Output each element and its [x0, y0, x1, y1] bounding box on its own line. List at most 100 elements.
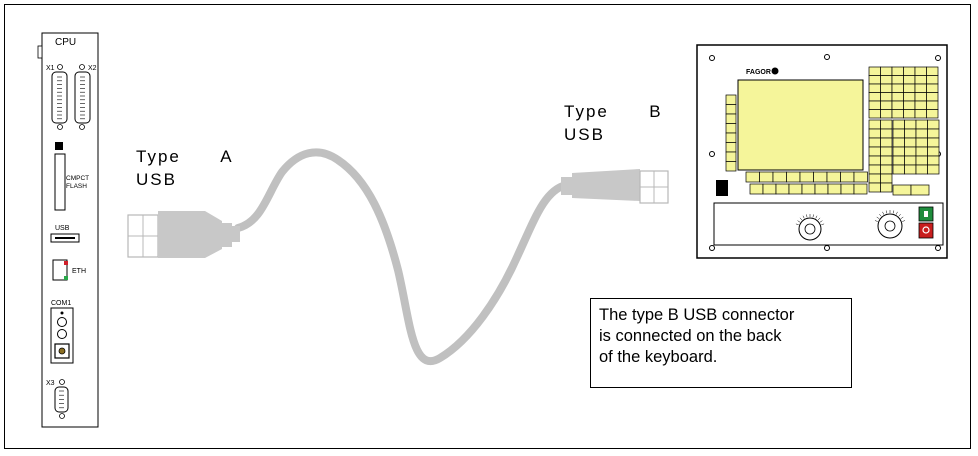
dial-tick [874, 220, 878, 222]
com1-label: COM1 [51, 300, 71, 307]
dial-tick [817, 217, 821, 221]
function-key [868, 164, 881, 175]
softkey-bottom-2 [801, 183, 816, 195]
alpha-key [891, 75, 904, 85]
function-key [880, 146, 893, 157]
alpha-key [891, 109, 904, 119]
alpha-key [926, 75, 939, 85]
usb-cable [234, 148, 570, 365]
compact-flash-slot [54, 153, 66, 211]
function-key [868, 119, 881, 130]
alpha-key [926, 109, 939, 119]
keyboard-screen [737, 79, 864, 171]
alpha-key [868, 66, 881, 76]
softkey-left [725, 132, 737, 143]
alpha-key [868, 92, 881, 102]
numeric-key [892, 164, 905, 175]
alpha-key [903, 83, 916, 93]
note-line-1: The type B USB connector [599, 306, 795, 324]
alpha-key [903, 66, 916, 76]
alpha-key [914, 100, 927, 110]
softkey-bottom [826, 171, 841, 183]
x2-connector [74, 71, 91, 124]
note-line-2: is connected on the back [599, 327, 782, 345]
softkey-bottom [840, 171, 855, 183]
numeric-key [927, 137, 940, 148]
numeric-key [915, 119, 928, 130]
x2-label: X2 [88, 65, 97, 72]
numeric-key [915, 137, 928, 148]
alpha-key [868, 83, 881, 93]
enter-key [892, 184, 912, 196]
numeric-key [927, 164, 940, 175]
alpha-key [903, 109, 916, 119]
numeric-key [927, 128, 940, 139]
softkey-bottom [813, 171, 828, 183]
numeric-key [892, 137, 905, 148]
eth-port [52, 259, 68, 281]
alpha-key [868, 100, 881, 110]
function-key [880, 173, 893, 184]
softkey-bottom-2 [814, 183, 829, 195]
softkey-bottom-2 [775, 183, 790, 195]
dial-tick [882, 211, 885, 215]
dial-tick [898, 213, 901, 217]
numeric-key [904, 155, 917, 166]
function-key [880, 182, 893, 193]
x1-connector [51, 71, 68, 124]
softkey-left [725, 151, 737, 162]
dial-tick [900, 216, 904, 219]
dial-tick [895, 211, 898, 215]
flash-label-1: CMPCT [66, 175, 89, 182]
softkey-bottom-2 [853, 183, 868, 195]
flash-label-2: FLASH [66, 183, 87, 190]
softkey-left [725, 94, 737, 105]
dial-tick [806, 214, 808, 218]
softkey-bottom [759, 171, 774, 183]
alpha-key [914, 66, 927, 76]
function-key [868, 146, 881, 157]
softkey-bottom [853, 171, 868, 183]
function-key [880, 128, 893, 139]
note-line-3: of the keyboard. [599, 348, 718, 366]
function-key [880, 164, 893, 175]
dial-tick [812, 214, 814, 218]
numeric-key [915, 146, 928, 157]
function-key [880, 137, 893, 148]
alpha-key [926, 83, 939, 93]
dial-tick [819, 220, 823, 223]
alpha-key [914, 75, 927, 85]
softkey-bottom [786, 171, 801, 183]
eth-led-red [64, 261, 68, 265]
dial-tick [797, 220, 801, 223]
alpha-key [926, 66, 939, 76]
fagor-logo: FAGOR [746, 69, 771, 76]
type-a-label: Type A [136, 147, 234, 166]
numeric-key [904, 137, 917, 148]
note-box: The type B USB connector is connected on… [590, 298, 852, 388]
alpha-key [903, 75, 916, 85]
eth-label: ETH [72, 268, 86, 275]
fagor-logo-dot [771, 67, 779, 75]
keyboard-black-key [716, 180, 728, 196]
type-b-usb-label: USB [564, 125, 605, 144]
usb-port-label: USB [55, 225, 70, 232]
dial-tick [876, 216, 880, 219]
softkey-left [725, 161, 737, 172]
softkey-bottom [745, 171, 760, 183]
numeric-key [892, 119, 905, 130]
type-a-connector [127, 211, 240, 258]
numeric-key [927, 155, 940, 166]
numeric-key [927, 146, 940, 157]
alpha-key [868, 75, 881, 85]
softkey-left [725, 104, 737, 115]
dial-tick [892, 210, 895, 214]
alpha-key [880, 100, 893, 110]
alpha-key [903, 100, 916, 110]
cpu-title: CPU [55, 37, 76, 48]
softkey-left [725, 123, 737, 134]
alpha-key [914, 92, 927, 102]
softkey-left [725, 142, 737, 153]
function-key [868, 155, 881, 166]
function-key [880, 155, 893, 166]
